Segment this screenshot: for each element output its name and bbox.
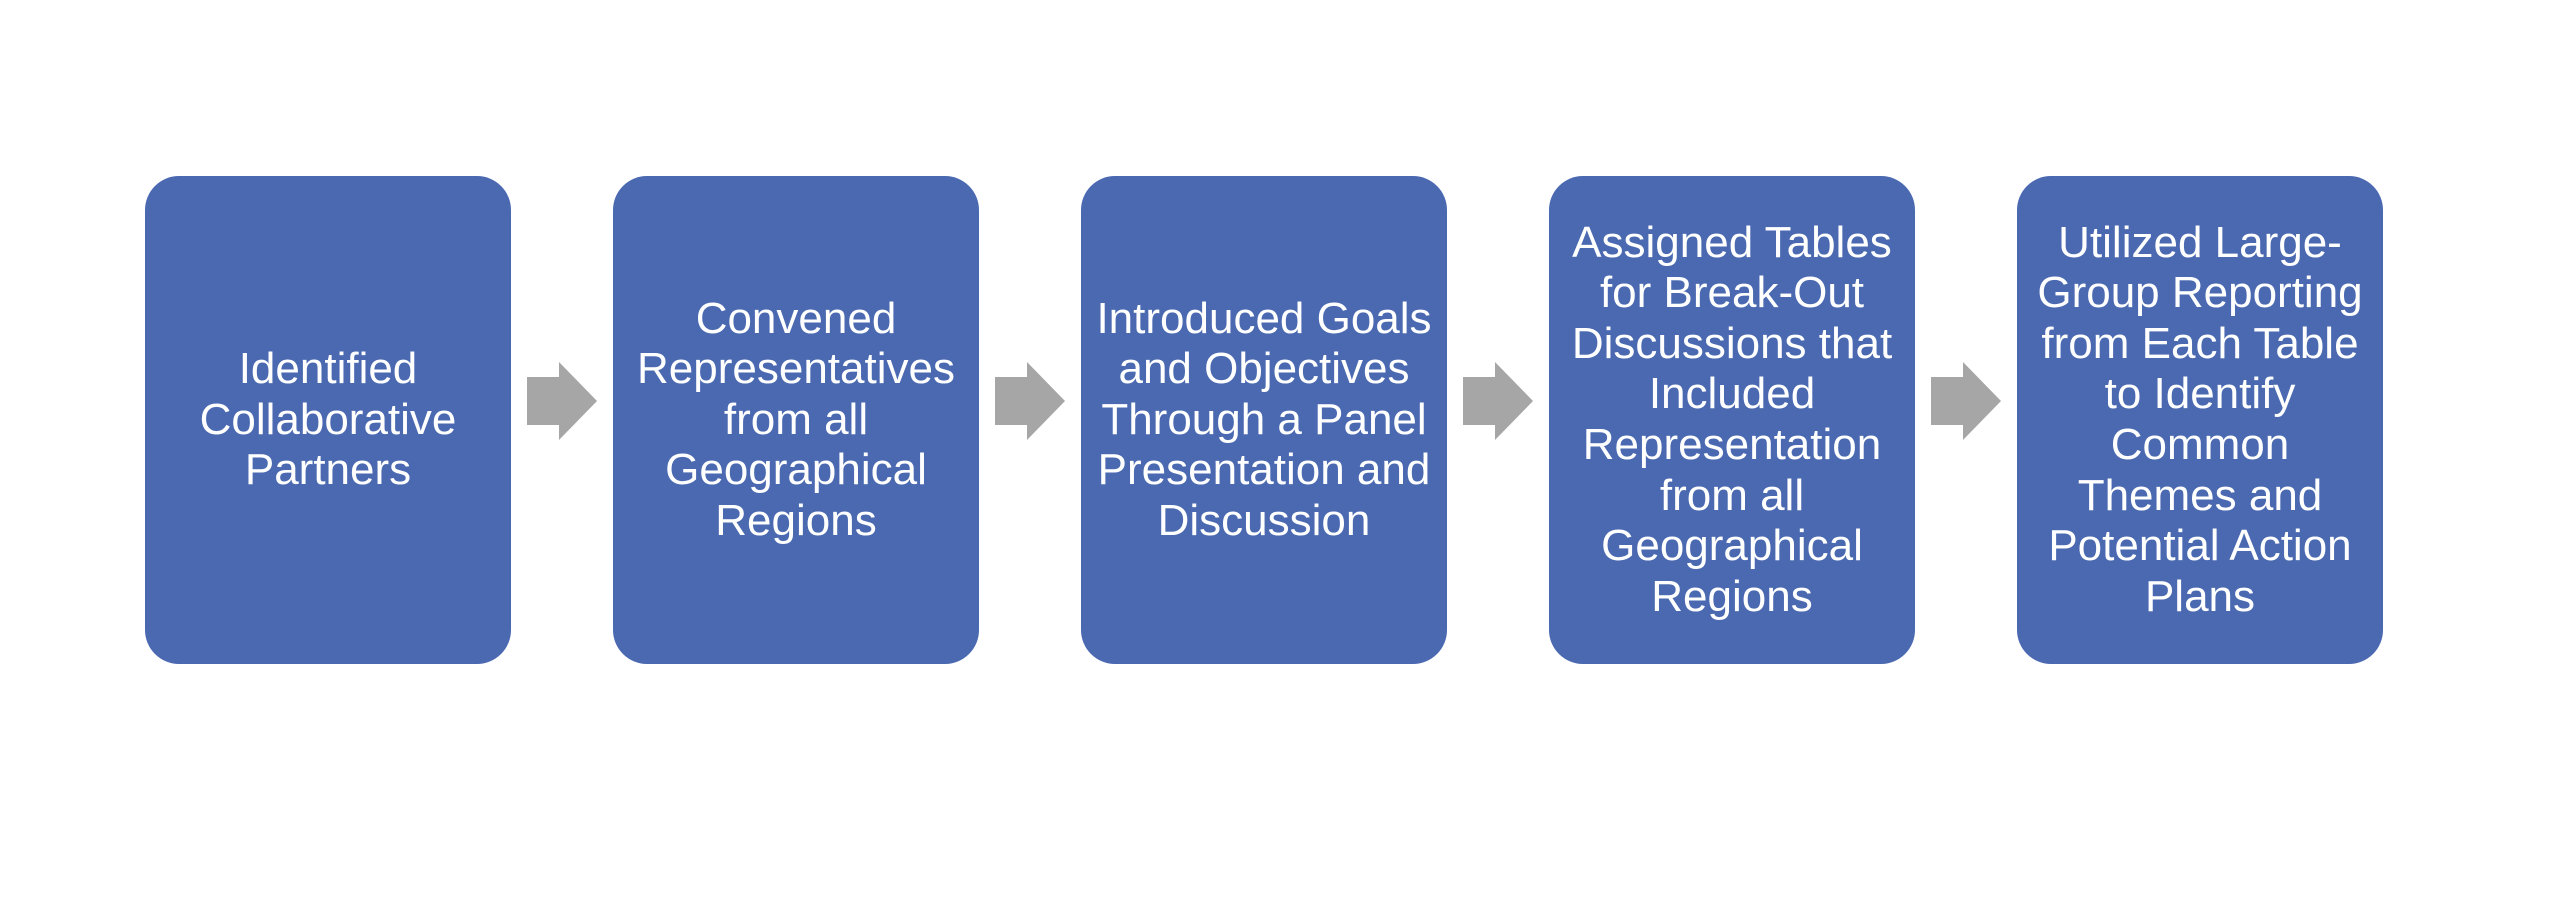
process-step-5: Utilized Large- Group Reporting from Eac… — [2017, 176, 2383, 664]
process-step-2: Convened Representatives from all Geogra… — [613, 176, 979, 664]
process-flow-row: Identified Collaborative Partners Conven… — [145, 176, 2383, 664]
right-block-arrow-icon — [527, 362, 597, 440]
right-block-arrow-icon — [1463, 362, 1533, 440]
process-step-5-label: Utilized Large- Group Reporting from Eac… — [2037, 217, 2363, 621]
process-step-4-label: Assigned Tables for Break-Out Discussion… — [1571, 217, 1893, 621]
process-step-3-label: Introduced Goals and Objectives Through … — [1096, 293, 1432, 545]
process-step-3: Introduced Goals and Objectives Through … — [1081, 176, 1447, 664]
process-step-1-label: Identified Collaborative Partners — [199, 344, 457, 495]
right-block-arrow-icon — [1931, 362, 2001, 440]
process-step-4: Assigned Tables for Break-Out Discussion… — [1549, 176, 1915, 664]
process-step-2-label: Convened Representatives from all Geogra… — [637, 293, 955, 545]
right-block-arrow-icon — [995, 362, 1065, 440]
process-step-1: Identified Collaborative Partners — [145, 176, 511, 664]
